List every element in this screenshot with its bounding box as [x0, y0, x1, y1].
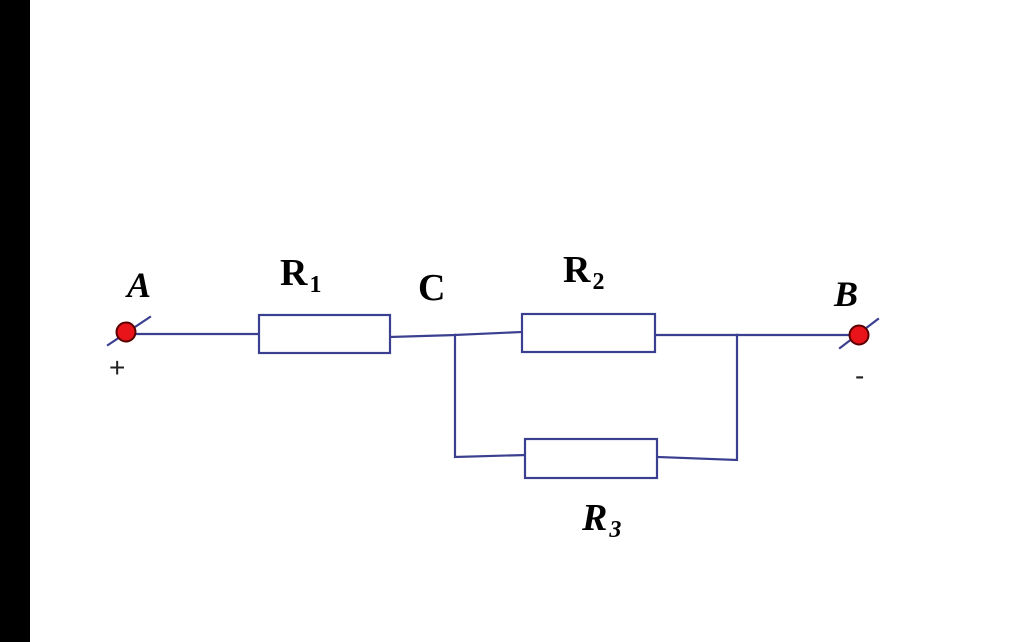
resistor-r3-letter: R [581, 497, 607, 539]
terminal-a-dot [115, 321, 137, 343]
terminal-a-label: A [125, 265, 151, 305]
terminal-a-sign: + [109, 352, 125, 383]
resistor-r1 [257, 313, 392, 355]
terminal-a [106, 315, 152, 347]
terminal-b-label: B [833, 274, 858, 314]
resistor-r2-letter: R [563, 249, 591, 291]
wire-r3-up-to-node-right [655, 333, 739, 462]
wire-r1-to-node-c [388, 333, 457, 339]
resistor-r2-subscript: 2 [592, 269, 604, 295]
wires [124, 330, 860, 462]
resistor-r3-label: R3 [581, 497, 621, 543]
node-c-label: C [418, 267, 445, 309]
wire-node-c-down-to-r3 [453, 333, 527, 459]
terminal-b-sign: - [855, 360, 864, 391]
resistor-r1-subscript: 1 [309, 272, 321, 298]
terminal-b [838, 317, 880, 350]
wire-node-c-to-r2 [453, 330, 524, 337]
resistor-r2-label: R2 [563, 249, 604, 295]
resistor-r3-subscript: 3 [608, 517, 621, 543]
resistor-r2 [520, 312, 657, 354]
terminal-b-dot [848, 324, 870, 346]
resistor-r3 [523, 437, 659, 480]
resistor-r1-letter: R [280, 252, 308, 294]
resistor-r1-label: R1 [280, 252, 321, 298]
